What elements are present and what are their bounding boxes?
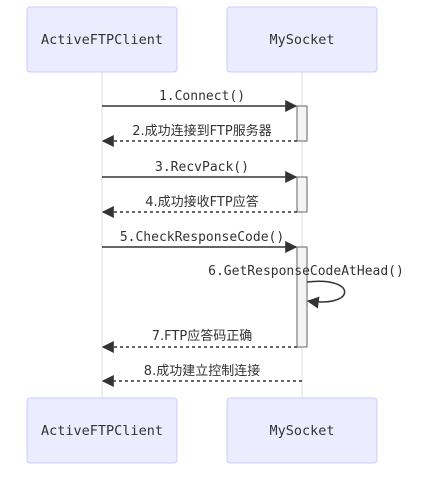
actor-top-mysocket: MySocket [226, 6, 378, 73]
activation-3 [296, 246, 308, 348]
actor-label: ActiveFTPClient [41, 32, 163, 48]
actor-top-activeftpclient: ActiveFTPClient [26, 6, 178, 73]
actor-bottom-mysocket: MySocket [226, 397, 378, 464]
message-4-label: 4.成功接收FTP应答 [145, 194, 258, 210]
actor-label: ActiveFTPClient [41, 423, 163, 439]
message-5-label: 5.CheckResponseCode() [120, 230, 284, 245]
message-6-label: 6.GetResponseCodeAtHead() [208, 264, 404, 279]
message-8-label: 8.成功建立控制连接 [144, 363, 260, 379]
message-1-label: 1.Connect() [159, 89, 245, 104]
actor-label: MySocket [269, 423, 334, 439]
activation-2 [296, 176, 308, 213]
message-3-label: 3.RecvPack() [155, 160, 249, 175]
actor-bottom-activeftpclient: ActiveFTPClient [26, 397, 178, 464]
activation-1 [296, 105, 308, 142]
message-7-label: 7.FTP应答码正确 [152, 328, 252, 344]
message-6-arrow [306, 280, 346, 309]
message-2-label: 2.成功连接到FTP服务器 [132, 123, 271, 139]
actor-label: MySocket [269, 32, 334, 48]
